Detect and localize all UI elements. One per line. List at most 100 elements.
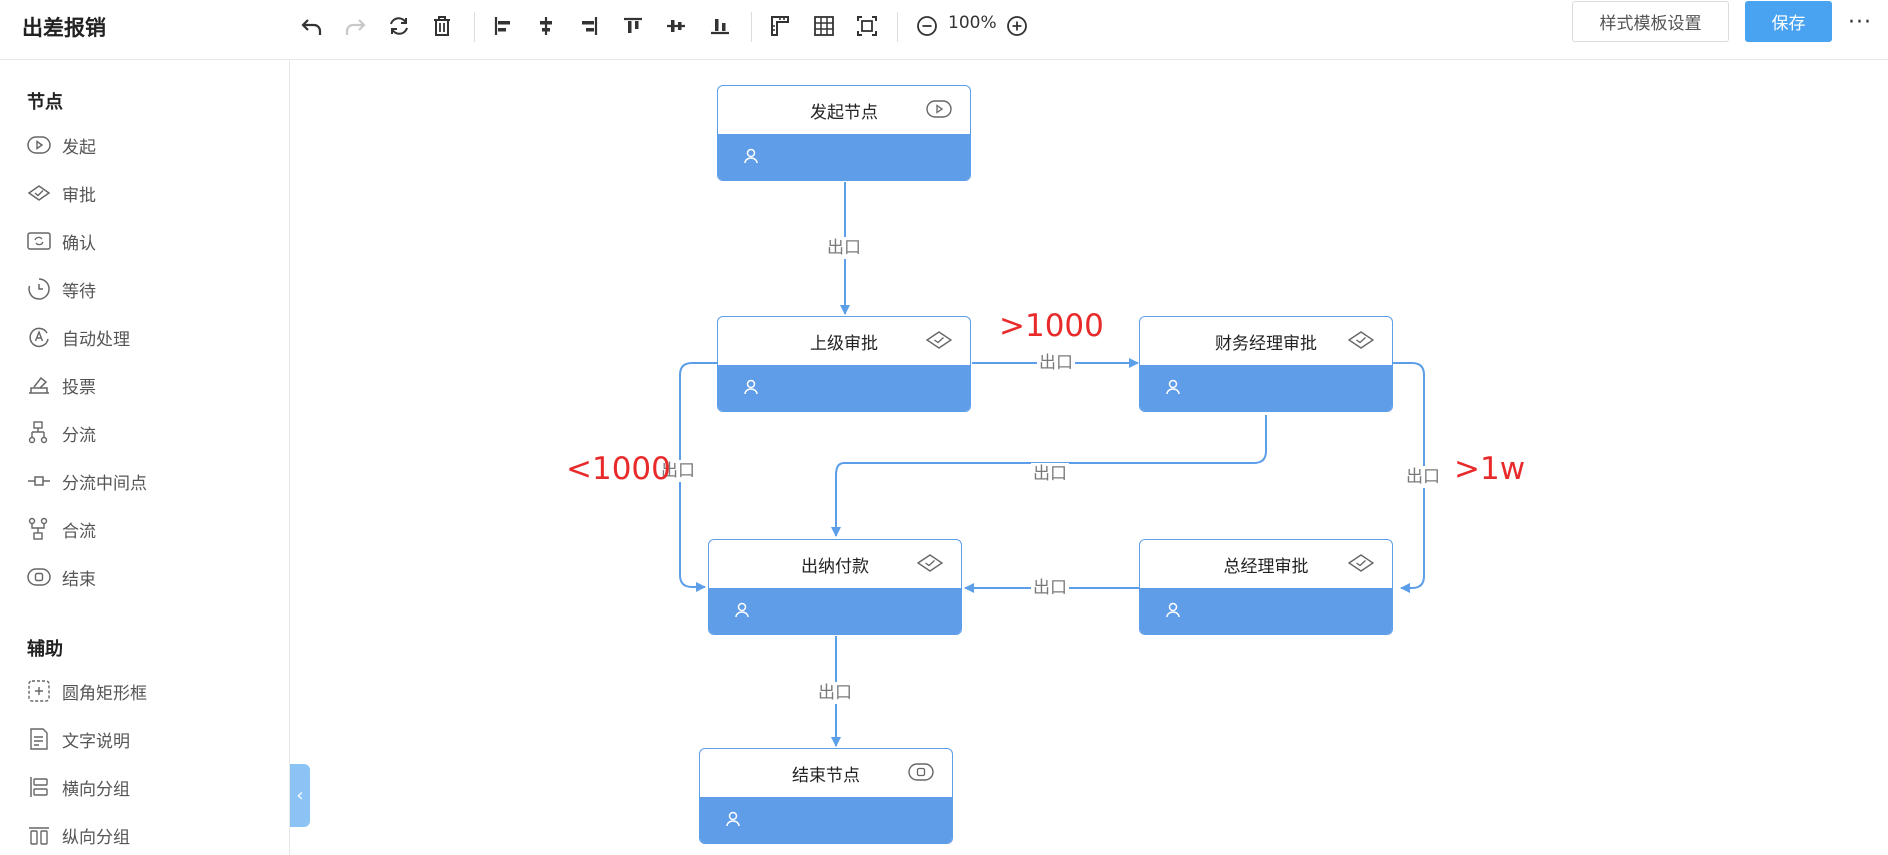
palette-item-auto-process[interactable]: 自动处理	[26, 322, 266, 352]
palette-item-label: 分流中间点	[62, 473, 147, 494]
palette-item-label: 横向分组	[62, 779, 130, 800]
palette-item-split-midpoint[interactable]: 分流中间点	[26, 466, 266, 496]
palette-item-vote[interactable]: 投票	[26, 370, 266, 400]
flow-node-general-manager-approval[interactable]: 总经理审批	[1139, 539, 1393, 635]
zoom-out-icon[interactable]	[913, 12, 941, 40]
align-bottom-icon[interactable]	[706, 12, 734, 40]
flow-node-end[interactable]: 结束节点	[699, 748, 953, 844]
approve-icon	[26, 180, 52, 206]
app-title: 出差报销	[22, 16, 106, 40]
play-circle-icon	[926, 98, 952, 120]
more-menu-button[interactable]: ···	[1848, 10, 1872, 35]
palette-item-label: 等待	[62, 281, 96, 302]
palette-item-text-note[interactable]: 文字说明	[26, 724, 266, 754]
end-icon	[908, 761, 934, 783]
palette-item-label: 分流	[62, 425, 96, 446]
edge-label[interactable]: 出口	[825, 237, 863, 259]
edge-label[interactable]: 出口	[816, 682, 854, 704]
flow-edges	[679, 182, 1425, 747]
annotation-over-1000[interactable]: >1000	[999, 308, 1104, 344]
zoom-level: 100%	[948, 13, 997, 33]
palette-item-rounded-rect[interactable]: 圆角矩形框	[26, 676, 266, 706]
edge-label[interactable]: 出口	[1404, 466, 1442, 488]
palette-item-merge[interactable]: 合流	[26, 514, 266, 544]
annotation-over-1w[interactable]: >1w	[1454, 451, 1526, 487]
redo-icon[interactable]	[341, 12, 369, 40]
flow-node-finance-manager-approval[interactable]: 财务经理审批	[1139, 316, 1393, 412]
palette-item-end[interactable]: 结束	[26, 562, 266, 592]
merge-icon	[26, 516, 52, 542]
flow-node-superior-approval[interactable]: 上级审批	[717, 316, 971, 412]
auto-process-icon	[26, 324, 52, 350]
delete-icon[interactable]	[428, 12, 456, 40]
vote-icon	[26, 372, 52, 398]
palette-item-vertical-group[interactable]: 纵向分组	[26, 820, 266, 850]
edge-label[interactable]: 出口	[1031, 463, 1069, 485]
end-icon	[26, 564, 52, 590]
palette-item-label: 结束	[62, 569, 96, 590]
toolbar-divider	[474, 12, 475, 42]
flow-node-start[interactable]: 发起节点	[717, 85, 971, 181]
node-title: 总经理审批	[1223, 556, 1309, 577]
refresh-icon[interactable]	[385, 12, 413, 40]
play-circle-icon	[26, 132, 52, 158]
align-center-icon[interactable]	[532, 12, 560, 40]
palette-item-approve[interactable]: 审批	[26, 178, 266, 208]
user-icon[interactable]	[733, 601, 751, 619]
save-button[interactable]: 保存	[1745, 1, 1832, 42]
align-top-icon[interactable]	[619, 12, 647, 40]
sidebar-collapse-handle[interactable]: ‹	[290, 764, 310, 827]
fit-view-icon[interactable]	[853, 12, 881, 40]
node-palette-sidebar: 节点 发起 审批 确认 等待 自动处理 投票 分流 分流中间点 合流 结束 辅助	[0, 60, 290, 855]
confirm-icon	[26, 228, 52, 254]
flow-node-cashier-payment[interactable]: 出纳付款	[708, 539, 962, 635]
split-icon	[26, 420, 52, 446]
grid-icon[interactable]	[810, 12, 838, 40]
user-icon[interactable]	[724, 810, 742, 828]
edge-label[interactable]: 出口	[659, 460, 697, 482]
chevron-left-icon: ‹	[296, 785, 304, 806]
palette-item-label: 纵向分组	[62, 827, 130, 848]
edge-label[interactable]: 出口	[1037, 352, 1075, 374]
section-title-nodes: 节点	[27, 92, 63, 113]
approve-icon	[917, 552, 943, 574]
palette-item-label: 合流	[62, 521, 96, 542]
annotation-under-1000[interactable]: <1000	[566, 451, 671, 487]
undo-icon[interactable]	[298, 12, 326, 40]
toolbar-divider	[897, 12, 898, 42]
text-note-icon	[26, 726, 52, 752]
align-right-icon[interactable]	[575, 12, 603, 40]
flow-canvas[interactable]: 发起节点 上级审批 财务经理审批 出纳付款 总经理审批 结束节点 出	[291, 60, 1888, 855]
palette-item-label: 审批	[62, 185, 96, 206]
approve-icon	[1348, 552, 1374, 574]
palette-item-label: 圆角矩形框	[62, 683, 147, 704]
palette-item-split[interactable]: 分流	[26, 418, 266, 448]
user-icon[interactable]	[1164, 378, 1182, 396]
toolbar-divider	[751, 12, 752, 42]
node-title: 结束节点	[792, 765, 860, 786]
approve-icon	[1348, 329, 1374, 351]
align-middle-icon[interactable]	[662, 12, 690, 40]
zoom-in-icon[interactable]	[1003, 12, 1031, 40]
palette-item-label: 投票	[62, 377, 96, 398]
align-left-icon[interactable]	[489, 12, 517, 40]
palette-item-label: 发起	[62, 137, 96, 158]
ruler-icon[interactable]	[766, 12, 794, 40]
style-template-button[interactable]: 样式模板设置	[1572, 1, 1729, 42]
palette-item-start[interactable]: 发起	[26, 130, 266, 160]
palette-item-label: 确认	[62, 233, 96, 254]
horizontal-group-icon	[26, 774, 52, 800]
palette-item-label: 文字说明	[62, 731, 130, 752]
user-icon[interactable]	[742, 147, 760, 165]
user-icon[interactable]	[742, 378, 760, 396]
vertical-group-icon	[26, 822, 52, 848]
palette-item-label: 自动处理	[62, 329, 130, 350]
palette-item-horizontal-group[interactable]: 横向分组	[26, 772, 266, 802]
edge-label[interactable]: 出口	[1031, 577, 1069, 599]
section-title-auxiliary: 辅助	[27, 639, 63, 660]
user-icon[interactable]	[1164, 601, 1182, 619]
node-title: 上级审批	[810, 333, 878, 354]
palette-item-confirm[interactable]: 确认	[26, 226, 266, 256]
clock-icon	[26, 276, 52, 302]
palette-item-wait[interactable]: 等待	[26, 274, 266, 304]
